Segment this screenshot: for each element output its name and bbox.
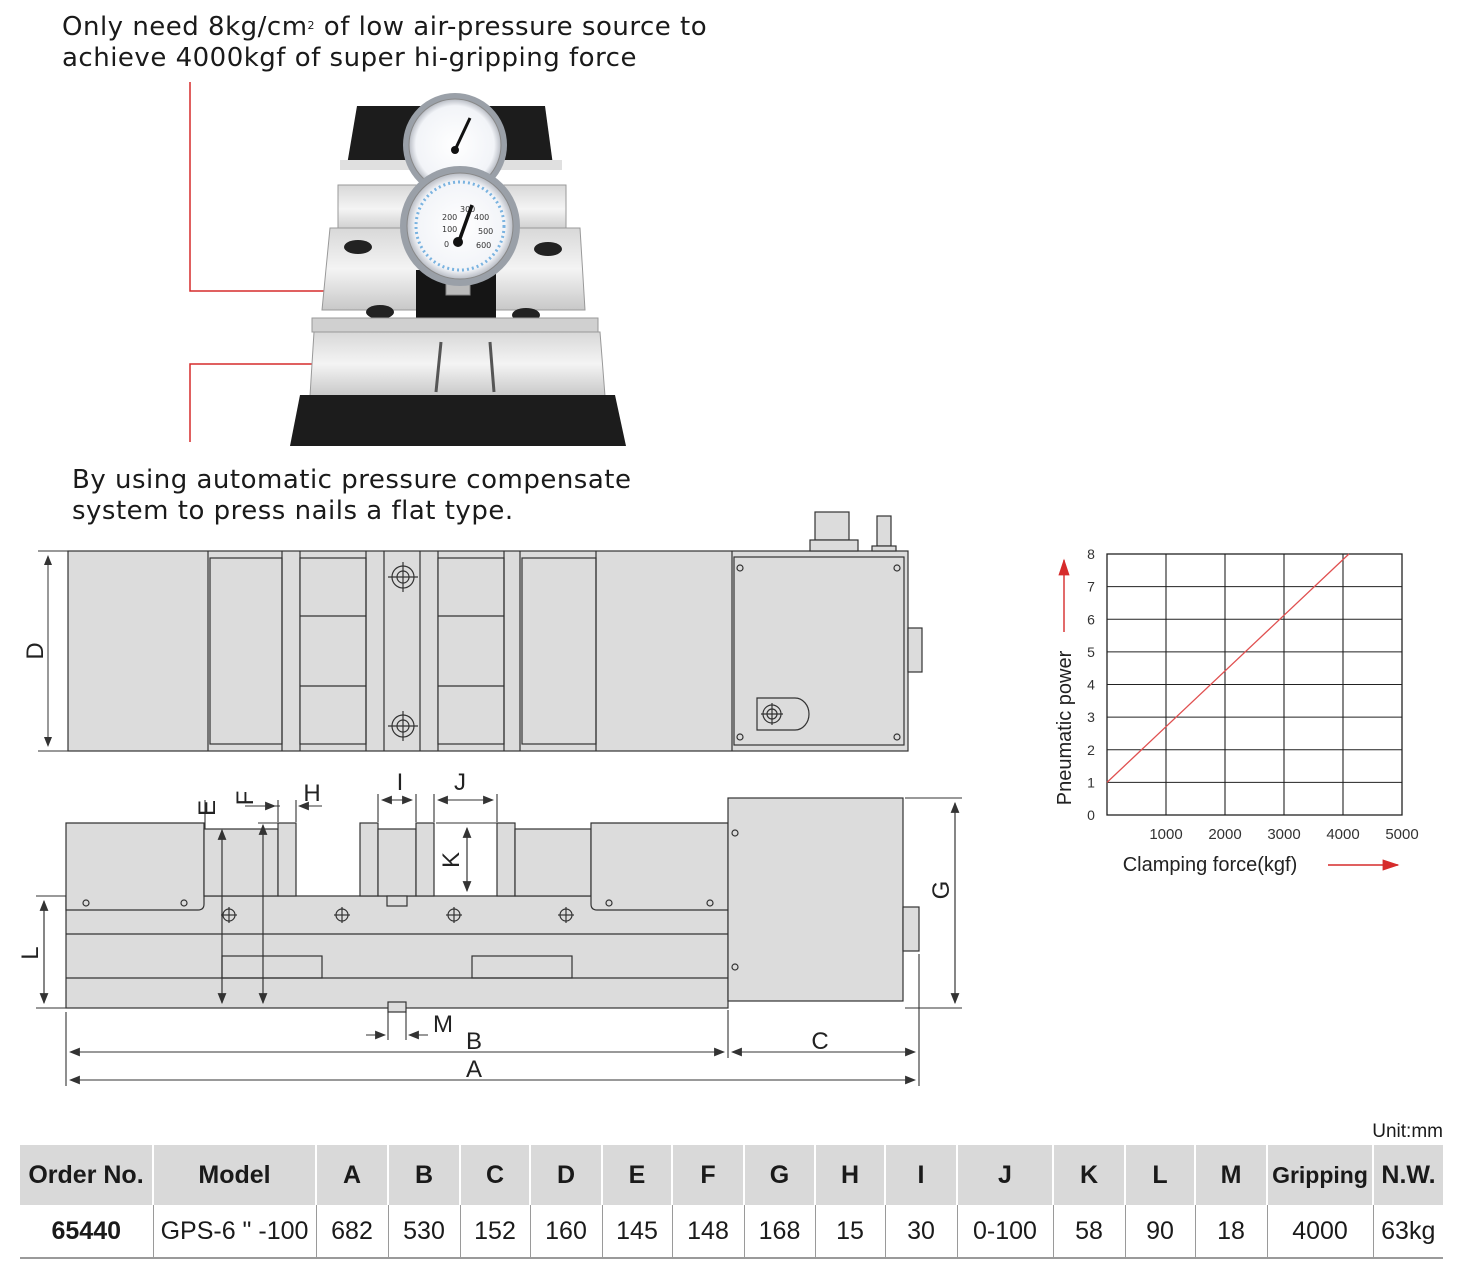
label-b: B: [466, 1028, 482, 1055]
label-a: A: [466, 1056, 482, 1083]
top-view-drawing: [67, 511, 923, 752]
chart-tick-x: 4000: [1326, 826, 1359, 843]
svg-text:0: 0: [444, 240, 449, 249]
label-f: F: [232, 791, 259, 806]
front-jaw: [290, 395, 626, 446]
header-cell: Order No.: [20, 1145, 154, 1205]
svg-text:400: 400: [474, 213, 489, 222]
header-cell: H: [815, 1145, 886, 1205]
header-cell: E: [602, 1145, 673, 1205]
chart-tick-y: 4: [1087, 677, 1095, 693]
vise-photo: 100 200 300 400 500 600 0: [189, 82, 626, 446]
label-i: I: [397, 769, 404, 796]
chart-tick-y: 2: [1087, 742, 1095, 758]
svg-text:300: 300: [460, 205, 475, 214]
chart-tick-y: 6: [1087, 611, 1095, 627]
drawing-canvas: 100 200 300 400 500 600 0: [17, 82, 1419, 1086]
table-cell: 530: [388, 1205, 461, 1259]
chart-tick-x: 5000: [1385, 826, 1418, 843]
front-plate: [309, 331, 606, 397]
leader-arrow-upper: [189, 82, 382, 297]
caption-mid-line1: By using automatic pressure compensate: [72, 465, 632, 495]
chart-series-line: [1106, 553, 1350, 783]
spec-table: Order No. Model A B C D E F G H I J K L …: [20, 1145, 1443, 1259]
front-view-drawing: [65, 797, 920, 1013]
label-d: D: [22, 642, 49, 659]
header-cell: B: [388, 1145, 461, 1205]
chart-tick-x: 3000: [1267, 826, 1300, 843]
table-cell: 63kg: [1373, 1205, 1443, 1259]
header-cell: Model: [153, 1145, 317, 1205]
spec-table-header: Order No. Model A B C D E F G H I J K L …: [20, 1145, 1443, 1205]
table-cell: 160: [530, 1205, 603, 1259]
header-cell: M: [1195, 1145, 1268, 1205]
dimension-labels: E F H I J K L G M B C A: [17, 769, 955, 1083]
header-cell: C: [460, 1145, 531, 1205]
header-cell: K: [1053, 1145, 1126, 1205]
caption-line1-pre: Only need 8kg/cm: [62, 12, 308, 42]
header-cell: I: [885, 1145, 958, 1205]
header-cell: F: [672, 1145, 745, 1205]
header-cell: Gripping: [1267, 1145, 1374, 1205]
dimension-d: D: [22, 550, 68, 752]
svg-text:600: 600: [476, 241, 491, 250]
chart-y-label: Pneumatic power: [1054, 650, 1076, 805]
caption-pressure-compensate: By using automatic pressure compensate s…: [72, 465, 631, 527]
label-m: M: [433, 1011, 453, 1038]
table-cell: 0-100: [957, 1205, 1054, 1259]
header-cell: D: [530, 1145, 603, 1205]
chart-tick-y: 8: [1087, 546, 1095, 562]
header-cell: J: [957, 1145, 1054, 1205]
chart-tick-y: 7: [1087, 579, 1095, 595]
svg-text:200: 200: [442, 213, 457, 222]
pressure-gauge-front: 100 200 300 400 500 600 0: [400, 166, 520, 296]
label-l: L: [17, 946, 44, 959]
caption-mid-line2: system to press nails a flat type.: [72, 496, 514, 526]
caption-line2: achieve 4000kgf of super hi-gripping for…: [62, 43, 637, 73]
caption-air-pressure: Only need 8kg/cm2 of low air-pressure so…: [62, 12, 707, 74]
table-cell: 148: [672, 1205, 745, 1259]
caption-superscript: 2: [307, 19, 316, 32]
chart-tick-y: 3: [1087, 709, 1095, 725]
label-c: C: [811, 1028, 828, 1055]
table-cell: GPS-6 " -100: [153, 1205, 317, 1259]
svg-text:100: 100: [442, 225, 457, 234]
table-cell: 15: [815, 1205, 886, 1259]
caption-line1-post: of low air-pressure source to: [315, 12, 708, 42]
table-cell: 145: [602, 1205, 673, 1259]
table-cell: 65440: [20, 1205, 154, 1259]
table-cell: 682: [316, 1205, 389, 1259]
chart-tick-x: 2000: [1208, 826, 1241, 843]
unit-label: Unit:mm: [1372, 1121, 1443, 1142]
table-cell: 30: [885, 1205, 958, 1259]
table-cell: 168: [744, 1205, 816, 1259]
table-cell: 18: [1195, 1205, 1268, 1259]
table-cell: 152: [460, 1205, 531, 1259]
label-h: H: [303, 780, 320, 807]
header-cell: A: [316, 1145, 389, 1205]
label-j: J: [454, 769, 466, 796]
svg-text:500: 500: [478, 227, 493, 236]
chart-tick-y: 5: [1087, 644, 1095, 660]
chart-tick-y: 1: [1087, 774, 1095, 790]
table-cell: 58: [1053, 1205, 1126, 1259]
front-view-dimensions: [36, 794, 962, 1086]
chart-tick-x: 1000: [1149, 826, 1182, 843]
label-e: E: [194, 800, 221, 816]
table-row: 65440 GPS-6 " -100 682 530 152 160 145 1…: [20, 1205, 1443, 1259]
label-g: G: [928, 881, 955, 900]
header-cell: L: [1125, 1145, 1196, 1205]
label-k: K: [438, 852, 465, 868]
header-cell: G: [744, 1145, 816, 1205]
chart-tick-y: 0: [1087, 807, 1095, 823]
header-cell: N.W.: [1373, 1145, 1443, 1205]
table-cell: 90: [1125, 1205, 1196, 1259]
chart-x-label: Clamping force(kgf): [1123, 854, 1298, 876]
table-cell: 4000: [1267, 1205, 1374, 1259]
